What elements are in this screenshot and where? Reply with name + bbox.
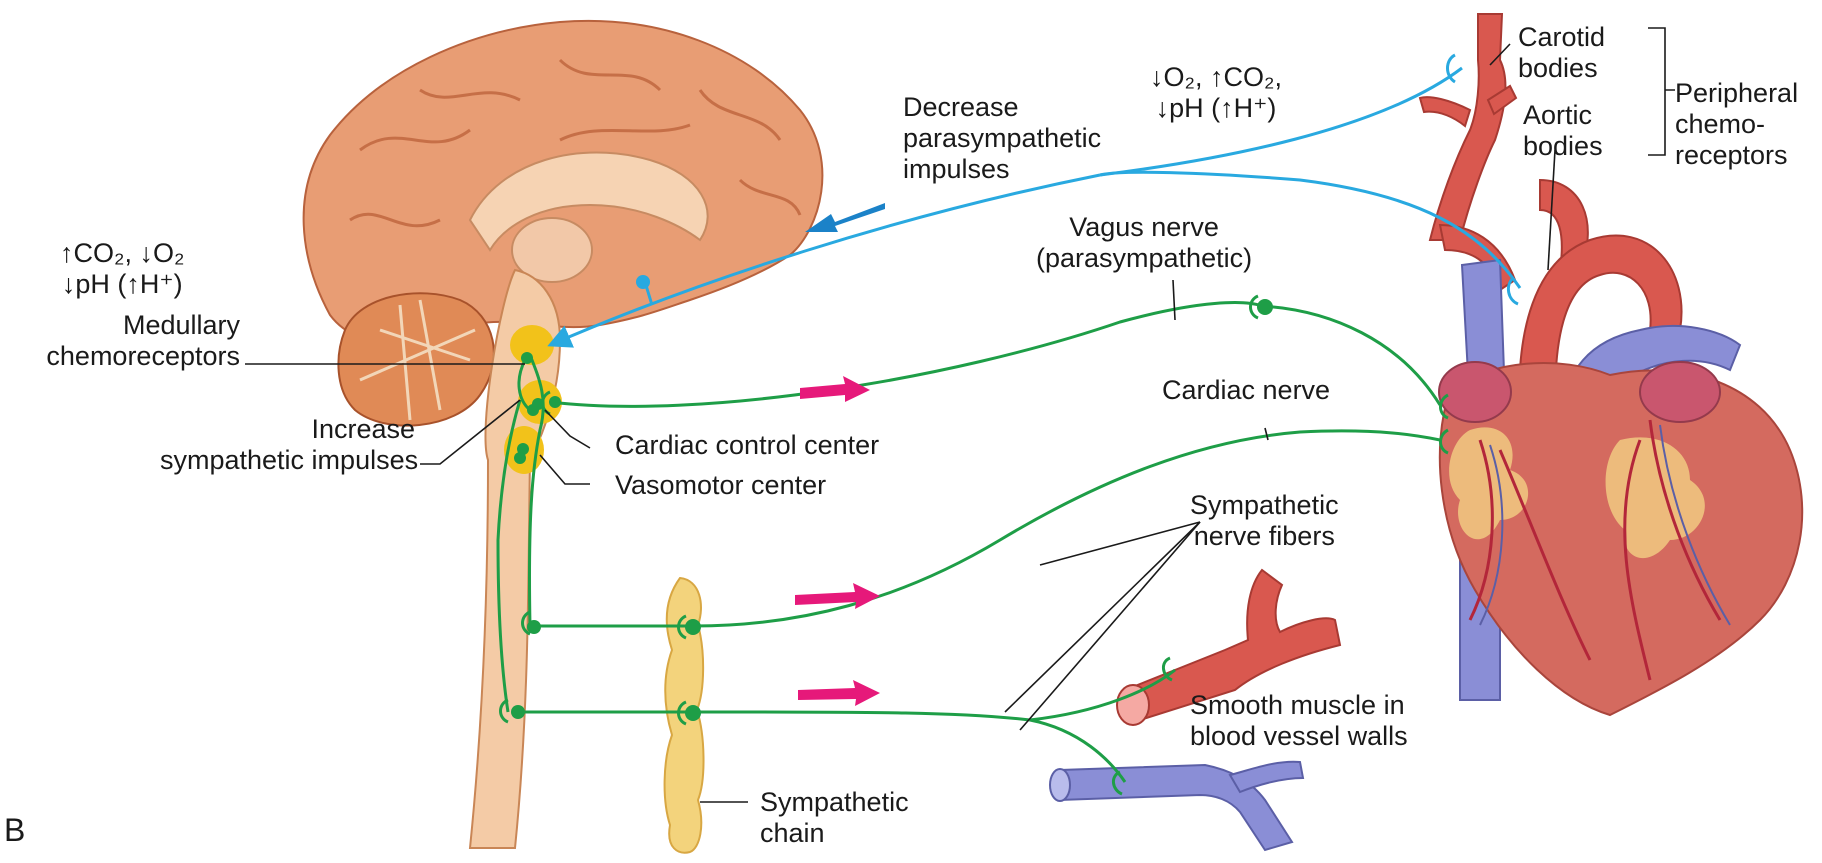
cerebellum-arbor xyxy=(359,299,476,421)
corpus-callosum xyxy=(468,151,709,252)
medullary-chemoreceptor-dot xyxy=(636,275,650,289)
increase-sympathetic-label: Increase sympathetic impulses xyxy=(160,414,419,475)
flow-arrow-vascular xyxy=(798,680,880,706)
sensory-pathways xyxy=(547,53,1522,348)
left-atrium xyxy=(1639,361,1721,423)
cerebellum xyxy=(337,292,495,427)
spinal-tract-left xyxy=(496,399,522,713)
medullary-stimuli-label: ↑CO₂, ↓O₂ ↓pH (↑H⁺) xyxy=(60,238,185,299)
heart-illustration xyxy=(1438,234,1804,717)
sympathetic-nerve-fibers-label: Sympathetic nerve fibers xyxy=(1190,490,1339,551)
medullary-chemoreceptors-label: Medullary chemoreceptors xyxy=(46,310,240,371)
medullary-chemoreceptor-area xyxy=(510,325,554,365)
heart-body xyxy=(1438,362,1804,717)
decrease-parasympathetic-label: Decrease parasympathetic impulses xyxy=(903,92,1102,184)
flow-arrows xyxy=(795,376,880,706)
aortic-afferent xyxy=(1099,170,1522,289)
synapse-dots xyxy=(511,299,1273,721)
flow-arrow-sympathetic xyxy=(795,583,880,609)
vein-lumen xyxy=(1049,768,1071,802)
vasomotor-center-label: Vasomotor center xyxy=(615,470,827,500)
artery-vessel xyxy=(1123,568,1342,722)
leader-lines xyxy=(245,27,1675,803)
vein-vessel xyxy=(1059,763,1294,852)
artery-lumen xyxy=(1116,684,1150,726)
aortic-bodies-label: Aortic bodies xyxy=(1523,100,1603,161)
sympathetic-chain-shape xyxy=(663,576,705,854)
vagus-nerve-path xyxy=(549,301,1263,408)
spinal-tract-right xyxy=(528,354,545,627)
vagus-nerve-label: Vagus nerve (parasympathetic) xyxy=(1036,212,1253,273)
cardiac-nerve-label: Cardiac nerve xyxy=(1162,375,1331,405)
coronary-arteries xyxy=(1468,419,1722,681)
afferent-arrow xyxy=(805,203,885,232)
vagus-to-heart xyxy=(1261,304,1442,406)
cardiac-nerve-path xyxy=(693,429,1441,628)
sympathetic-chain-label: Sympathetic chain xyxy=(760,787,909,848)
thalamus xyxy=(511,217,593,283)
peripheral-chemoreceptors-label: Peripheral chemo- receptors xyxy=(1675,78,1799,170)
carotid-afferent xyxy=(1099,66,1463,177)
afferent-to-medulla xyxy=(547,173,1101,348)
smooth-muscle-label: Smooth muscle in blood vessel walls xyxy=(1190,690,1408,751)
peripheral-stimuli-label: ↓O₂, ↑CO₂, ↓pH (↑H⁺) xyxy=(1150,62,1282,123)
motor-pathways xyxy=(496,294,1449,796)
carotid-bodies-label: Carotid bodies xyxy=(1518,22,1606,83)
panel-letter: B xyxy=(4,812,26,848)
cardiac-veins xyxy=(1479,424,1731,626)
right-atrium xyxy=(1438,361,1512,423)
flow-arrow-cardiac xyxy=(800,376,870,402)
brain-gyri xyxy=(349,58,802,228)
vessel-nerve-main xyxy=(515,710,1031,722)
vessel-nerve-vein xyxy=(1029,718,1127,783)
cardiac-control-center-label: Cardiac control center xyxy=(615,430,880,460)
blood-vessels xyxy=(1049,568,1342,852)
